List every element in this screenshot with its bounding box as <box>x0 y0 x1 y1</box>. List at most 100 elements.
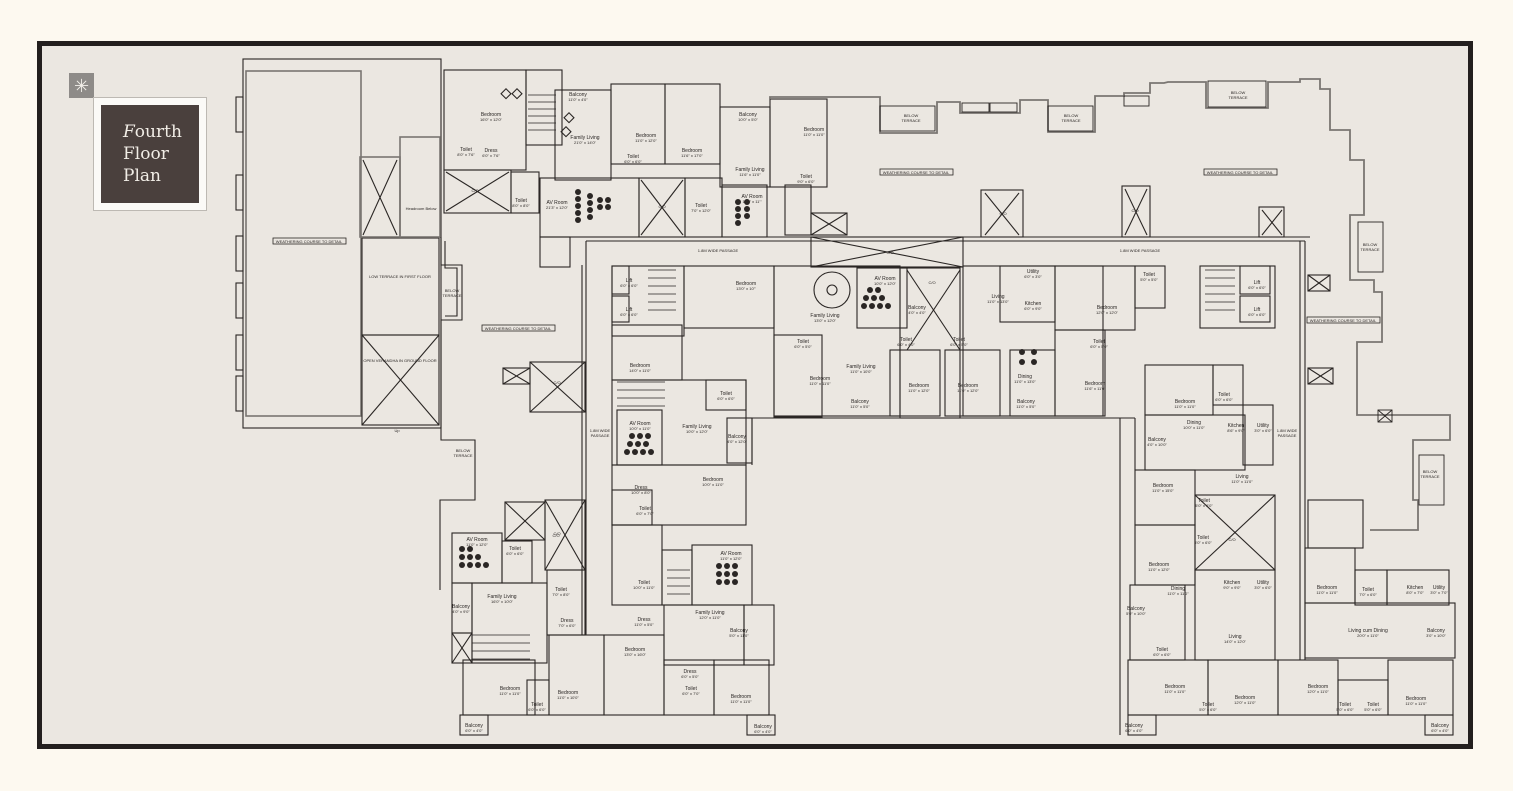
room-name-label: Toilet <box>638 580 650 586</box>
room-name-label: Toilet <box>695 203 707 209</box>
cutout-label: C/O <box>928 280 935 285</box>
room-dimension-label: 5'0" x 6'0" <box>1195 503 1213 508</box>
room-dimension-label: 6'0" x 4'0" <box>465 728 483 733</box>
room-name-label: Bedroom <box>558 690 578 696</box>
below-terrace-label: TERRACE <box>442 293 461 298</box>
room-name-label: Dress <box>637 617 651 623</box>
room-name-label: Toilet <box>515 198 527 204</box>
room-dimension-label: 11'0" x 11'0" <box>1405 701 1427 706</box>
room-dimension-label: 3'0" x 6'0" <box>1254 585 1272 590</box>
passage-label: 1.8M WIDE PASSAGE <box>698 248 739 253</box>
room-name-label: Bedroom <box>630 363 650 369</box>
title-initial: F <box>123 122 135 142</box>
passage-label: PASSAGE <box>591 433 610 438</box>
room-name-label: Family Living <box>682 424 711 430</box>
room-dimension-label: 11'6" x 17'0" <box>681 153 703 158</box>
room-name-label: Kitchen <box>1228 423 1245 429</box>
room-dimension-label: 6'0" x 6'0" <box>624 159 642 164</box>
room-name-label: Bedroom <box>625 647 645 653</box>
room-dimension-label: 10'0" x 11'0" <box>629 426 651 431</box>
title-word-plan: Plan <box>123 166 161 186</box>
cutout-label: C/O <box>1228 537 1235 542</box>
room-dimension-label: 8'0" x 7'0" <box>1406 590 1424 595</box>
room-name-label: Family Living <box>487 594 516 600</box>
room-name-label: Family Living <box>570 135 599 141</box>
room-dimension-label: 13'0" x 12'0" <box>814 318 837 323</box>
below-terrace-label: TERRACE <box>453 453 472 458</box>
room-name-label: AV Room <box>720 551 741 557</box>
room-dimension-label: 6'0" x 6'0" <box>620 312 638 317</box>
room-dimension-label: 8'6" x 9'0" <box>1227 428 1245 433</box>
room-dimension-label: 9'0" x 6'0" <box>797 179 815 184</box>
room-name-label: Toilet <box>953 337 965 343</box>
room-name-label: Bedroom <box>1165 684 1185 690</box>
room-name-label: Bedroom <box>481 112 501 118</box>
sparkle-asterisk-icon: ✳ <box>69 73 94 98</box>
room-dimension-label: 11'0" x 13'0" <box>987 299 1009 304</box>
room-dimension-label: 6'0" x 6'0" <box>528 707 546 712</box>
room-dimension-label: 6'0" x 7'0" <box>682 691 700 696</box>
unit-center-top <box>611 265 1276 419</box>
room-dimension-label: 8'0" x 7'6" <box>457 152 475 157</box>
room-dimension-label: 11'0" x 11'0" <box>809 381 831 386</box>
room-name-label: Toilet <box>1362 587 1374 593</box>
room-dimension-label: 6'0" x 6'0" <box>1153 652 1171 657</box>
room-dimension-label: 10'0" x 12'0" <box>686 429 709 434</box>
room-name-label: Balcony <box>754 724 772 730</box>
room-name-label: AV Room <box>546 200 567 206</box>
room-dimension-label: 6'0" x 6'0" <box>506 551 524 556</box>
title-card: Fourth Floor Plan <box>93 97 207 211</box>
room-name-label: Toilet <box>797 339 809 345</box>
room-dimension-label: 11'0" x 12'0" <box>1148 567 1170 572</box>
room-dimension-label: 11'6" x 11'0" <box>739 172 761 177</box>
room-name-label: Bedroom <box>731 694 751 700</box>
room-dimension-label: 9'0" x 9'0" <box>1223 585 1241 590</box>
room-dimension-label: 13'0" x 16'0" <box>624 652 647 657</box>
room-dimension-label: 6'0" x 4'0" <box>754 729 772 734</box>
upper-terrace-edge <box>769 78 1451 531</box>
page-title: Fourth Floor Plan <box>101 105 199 203</box>
room-name-label: Toilet <box>1143 272 1155 278</box>
room-name-label: Kitchen <box>1407 585 1424 591</box>
room-dimension-label: 6'0" x 5'0" <box>950 342 968 347</box>
room-dimension-label: 11'0" x 5'0" <box>634 622 654 627</box>
below-terrace-label: BELOW <box>456 448 471 453</box>
passage-label: 1.8M WIDE <box>1277 428 1298 433</box>
cutout-label: C/O <box>999 211 1006 216</box>
room-name-label: Utility <box>1433 585 1446 591</box>
room-dimension-label: 11'0" x 11'0" <box>1164 689 1186 694</box>
room-name-label: AV Room <box>741 194 762 200</box>
room-dimension-label: 3'0" x 7'0" <box>1430 590 1448 595</box>
below-terrace-label: BELOW <box>1363 242 1378 247</box>
room-dimension-label: 11'0" x 11'0" <box>1231 479 1253 484</box>
cutout-label: C/O <box>471 188 478 193</box>
room-dimension-label: 7'0" x 12'0" <box>691 208 711 213</box>
room-dimension-label: 6'0" x 5'0" <box>681 674 699 679</box>
room-dimension-label: 11'0" x 11'0" <box>803 132 825 137</box>
below-terrace-label: BELOW <box>904 113 919 118</box>
room-dimension-label: 10'0" x 8'0" <box>631 490 651 495</box>
room-name-label: Dining <box>1018 374 1032 380</box>
room-dimension-label: 11'0" x 10'0" <box>850 369 872 374</box>
title-word-fourth: ourth <box>134 122 182 142</box>
room-dimension-label: 11'0" x 10'0" <box>557 695 579 700</box>
room-dimension-label: 6'0" x 6'0" <box>620 283 638 288</box>
room-dimension-label: 12'0" x 11'0" <box>1234 700 1256 705</box>
cutout-label: C/O <box>658 204 665 209</box>
room-dimension-label: 10'0" x 11'0" <box>702 482 724 487</box>
room-dimension-label: 7'0" x 6'0" <box>558 623 576 628</box>
room-name-label: Balcony <box>1148 437 1166 443</box>
room-dimension-label: 6'0" x 4'0" <box>1431 728 1449 733</box>
room-name-label: Utility <box>1257 423 1270 429</box>
room-dimension-label: 4'0" x 12'0" <box>727 439 747 444</box>
room-name-label: Family Living <box>846 364 875 370</box>
below-terrace-label: BELOW <box>1423 469 1438 474</box>
room-name-label: Toilet <box>1156 647 1168 653</box>
room-name-label: Toilet <box>1218 392 1230 398</box>
room-dimension-label: 13'0" x 10'" <box>736 286 756 291</box>
room-name-label: Toilet <box>1093 339 1105 345</box>
room-dimension-label: 11'0" x 4'0" <box>568 97 588 102</box>
room-name-label: Family Living <box>735 167 764 173</box>
weathering-note: WEATHERING COURSE TO DETAIL <box>1207 170 1274 175</box>
room-name-label: Bedroom <box>500 686 520 692</box>
